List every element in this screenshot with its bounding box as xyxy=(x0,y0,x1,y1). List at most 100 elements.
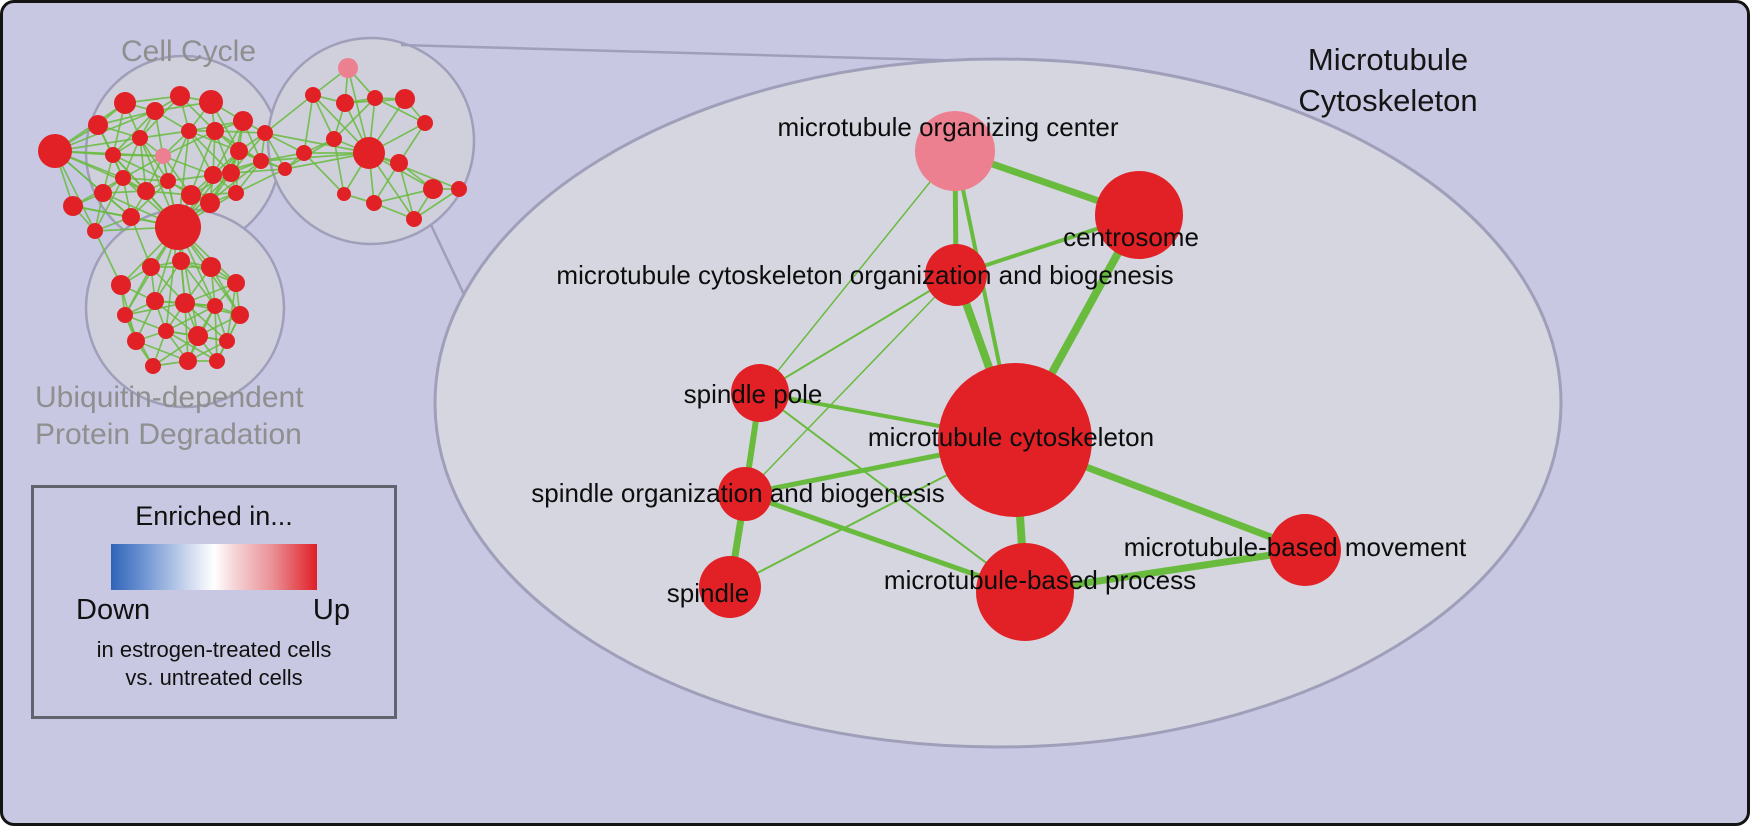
node-label-spindle-organization-and-biogenesis: spindle organization and biogenesis xyxy=(531,478,944,508)
node-microtubule-organizing-center xyxy=(915,111,995,191)
edge-spindle-pole--microtubule-based-process xyxy=(759,392,1026,593)
overview-node xyxy=(155,204,201,250)
node-microtubule-based-movement xyxy=(1269,514,1341,586)
legend-subtitle-line2: vs. untreated cells xyxy=(125,665,303,690)
ubiquitin-label-line1: Ubiquitin-dependent xyxy=(35,381,304,414)
overview-node xyxy=(199,90,223,114)
cluster-label-cell-cycle: Cell Cycle xyxy=(120,35,257,68)
overview-edge xyxy=(374,97,426,124)
overview-edge xyxy=(230,168,286,174)
overview-node xyxy=(326,131,342,147)
overview-node xyxy=(38,134,72,168)
overview-node xyxy=(146,102,164,120)
overview-node xyxy=(367,90,383,106)
legend-box: Enriched in... Down Up in estrogen-treat… xyxy=(31,485,397,719)
legend-subtitle: in estrogen-treated cells vs. untreated … xyxy=(34,636,394,692)
overview-node xyxy=(253,153,269,169)
overview-node xyxy=(117,307,133,323)
overview-edge xyxy=(139,130,190,139)
overview-node xyxy=(417,115,433,131)
node-label-microtubule-cytoskeleton: microtubule cytoskeleton xyxy=(868,422,1154,452)
overview-node xyxy=(305,87,321,103)
overview-node xyxy=(122,208,140,226)
overview-edge xyxy=(214,305,218,362)
node-label-spindle: spindle xyxy=(667,578,749,608)
overview-node xyxy=(160,173,176,189)
overview-node xyxy=(206,122,224,140)
node-label-microtubule-organizing-center: microtubule organizing center xyxy=(777,112,1118,142)
overview-node xyxy=(170,86,190,106)
overview-edge xyxy=(413,188,460,220)
overview-node xyxy=(158,323,174,339)
overview-node xyxy=(172,252,190,270)
overview-node xyxy=(390,154,408,172)
overview-node xyxy=(451,181,467,197)
cluster-label-microtubule-cytoskeleton: Microtubule Cytoskeleton xyxy=(1248,39,1528,121)
legend-end-labels: Down Up xyxy=(34,590,394,627)
overview-edge xyxy=(260,152,370,162)
edge-microtubule-organizing-center--spindle-pole xyxy=(759,150,956,394)
node-label-microtubule-based-movement: microtubule-based movement xyxy=(1124,532,1467,562)
overview-node xyxy=(94,184,112,202)
overview-edge xyxy=(303,94,314,154)
legend-title: Enriched in... xyxy=(135,501,293,531)
overview-edge xyxy=(264,94,314,134)
overview-edge xyxy=(333,138,345,195)
overview-node xyxy=(337,187,351,201)
overview-node xyxy=(115,170,131,186)
overview-node xyxy=(222,164,240,182)
cluster-label-ubiquitin: Ubiquitin-dependent Protein Degradation xyxy=(35,379,304,453)
overview-edge xyxy=(264,132,370,154)
overview-node xyxy=(127,332,145,350)
overview-node xyxy=(200,193,220,213)
overview-edge xyxy=(212,120,244,176)
overview-node xyxy=(181,123,197,139)
overview-edge xyxy=(162,130,216,157)
node-label-spindle-pole: spindle pole xyxy=(684,379,823,409)
node-spindle-organization-and-biogenesis xyxy=(718,467,772,521)
overview-node xyxy=(219,333,235,349)
edge-microtubule-cytoskeleton-organization-and-biogenesis--spindle-organization-and-biogenesis xyxy=(744,274,957,495)
overview-edge xyxy=(135,340,189,362)
overview-node xyxy=(353,137,385,169)
overview-edge xyxy=(165,330,218,362)
overview-node xyxy=(230,142,248,160)
overview-node xyxy=(155,148,171,164)
node-label-microtubule-cytoskeleton-organization-and-biogenesis: microtubule cytoskeleton organization an… xyxy=(556,260,1173,290)
ubiquitin-label-line2: Protein Degradation xyxy=(35,418,302,451)
overview-node xyxy=(209,353,225,369)
overview-node xyxy=(181,185,201,205)
edge-spindle-organization-and-biogenesis--microtubule-based-process xyxy=(742,491,1028,595)
overview-node xyxy=(88,115,108,135)
node-spindle xyxy=(699,556,761,618)
overview-node xyxy=(406,211,422,227)
overview-node xyxy=(366,195,382,211)
overview-edge xyxy=(398,162,415,220)
node-label-microtubule-based-process: microtubule-based process xyxy=(884,565,1196,595)
legend-down-label: Down xyxy=(76,594,151,626)
overview-edge xyxy=(165,305,216,332)
overview-node xyxy=(188,326,208,346)
overview-node xyxy=(63,196,83,216)
overview-node xyxy=(145,358,161,374)
overview-node xyxy=(146,292,164,310)
overview-node xyxy=(296,145,312,161)
legend-up-label: Up xyxy=(312,594,350,626)
overview-node xyxy=(336,94,354,112)
edge-microtubule-cytoskeleton-organization-and-biogenesis--spindle-pole xyxy=(759,274,957,394)
overview-node xyxy=(142,258,160,276)
overview-node xyxy=(207,298,223,314)
overview-edge xyxy=(312,94,335,140)
microtubule-heading-line2: Cytoskeleton xyxy=(1298,83,1478,118)
overview-edge xyxy=(167,130,190,182)
overview-node xyxy=(201,257,221,277)
overview-edge xyxy=(333,97,376,140)
overview-node xyxy=(423,179,443,199)
legend-gradient-bar xyxy=(111,544,317,590)
overview-node xyxy=(175,293,195,313)
microtubule-heading-line1: Microtubule xyxy=(1307,42,1469,77)
overview-node xyxy=(228,185,244,201)
overview-edge xyxy=(235,168,286,194)
overview-edge xyxy=(368,152,460,190)
